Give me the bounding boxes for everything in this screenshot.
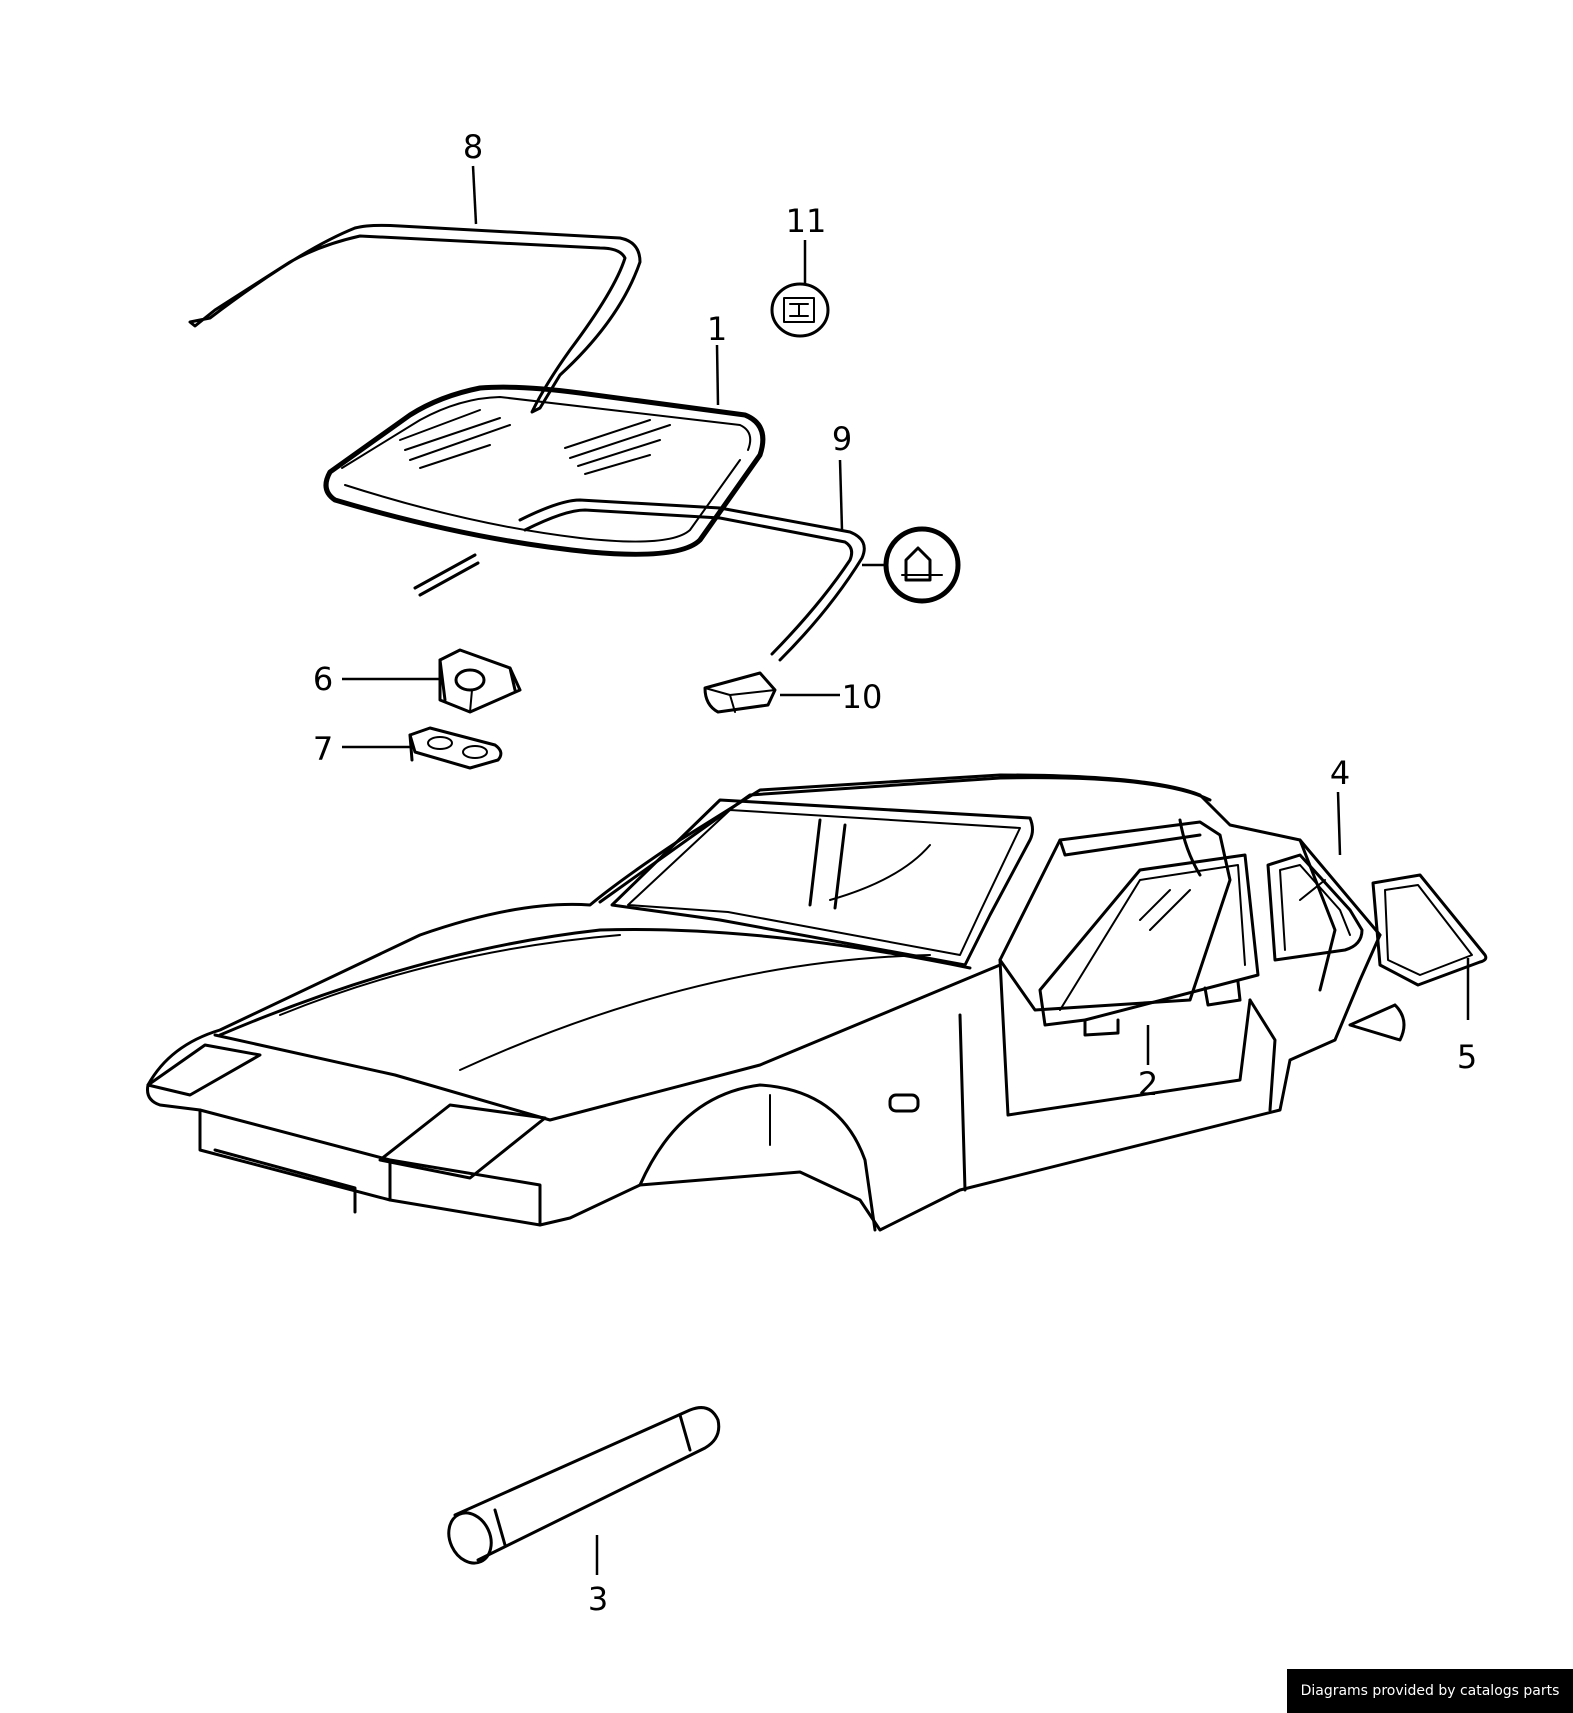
part-mounting-block[interactable] [438,648,522,714]
part-windshield[interactable] [323,384,766,557]
seal-profile-detail [862,526,961,604]
part-quarter-window[interactable] [1266,853,1364,962]
leader-lines [342,165,1470,1575]
car-body [146,773,1382,1232]
callout-1: 1 [707,310,727,348]
callout-8: 8 [463,128,483,166]
part-door-window-glass[interactable] [1038,853,1260,1037]
credit-banner: Diagrams provided by catalogs parts [1287,1669,1573,1713]
part-quarter-window-seal[interactable] [1348,873,1488,1042]
callout-11: 11 [786,202,827,240]
part-adhesive-cartridge[interactable] [441,1406,721,1570]
callout-5: 5 [1457,1038,1477,1076]
callout-2: 2 [1138,1065,1158,1103]
callout-10: 10 [842,678,883,716]
part-upper-windshield-seal[interactable] [188,223,642,414]
part-bracket-plate[interactable] [408,726,503,770]
callout-9: 9 [832,420,852,458]
part-end-piece[interactable] [703,671,777,714]
callout-6: 6 [313,660,333,698]
callout-4: 4 [1330,754,1350,792]
part-lower-windshield-seal[interactable] [413,498,866,662]
callout-3: 3 [588,1580,608,1618]
part-clip[interactable] [770,282,830,338]
callout-7: 7 [313,730,333,768]
